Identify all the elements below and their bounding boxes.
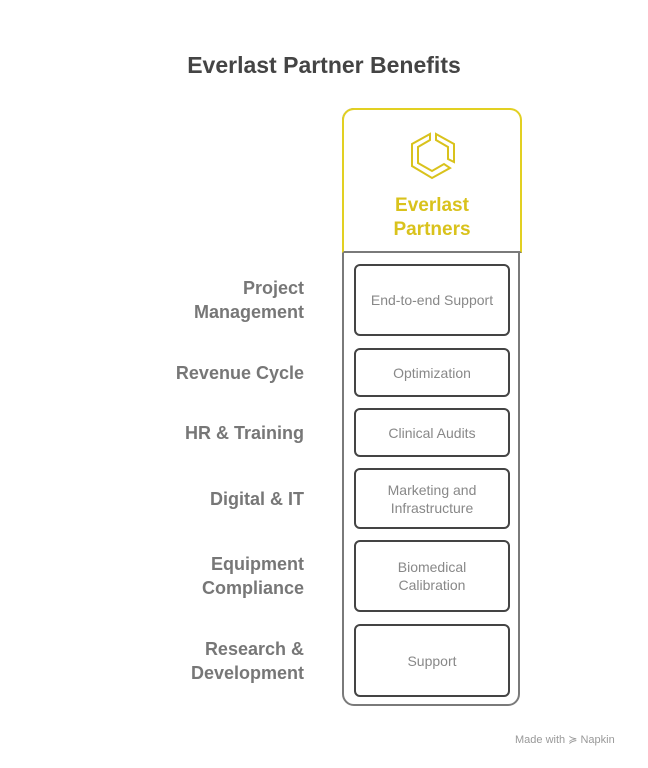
footer: Made with ≽ Napkin	[515, 733, 615, 746]
row-label-line2: Compliance	[201, 578, 304, 598]
benefit-line1: End-to-end Support	[370, 292, 494, 308]
row-label: Digital & IT	[210, 468, 304, 529]
hexagon-logo-icon	[411, 132, 455, 180]
benefit-line1: Clinical Audits	[388, 424, 476, 441]
footer-text: Made with	[515, 734, 566, 746]
benefit-box: Support	[354, 624, 510, 697]
napkin-icon: ≽	[568, 734, 578, 746]
row-label-line1: Revenue Cycle	[175, 362, 304, 383]
row-label-line1: HR & Training	[184, 422, 304, 443]
row-label-line1: Research &	[204, 638, 304, 659]
benefit-line2: Calibration	[398, 577, 466, 593]
row-label: Research & Development	[191, 624, 304, 697]
row-label: Revenue Cycle	[176, 348, 304, 397]
benefit-line1: Support	[407, 652, 457, 669]
page-title: Everlast Partner Benefits	[187, 52, 461, 78]
row-label-line1: Equipment	[211, 554, 304, 574]
row-label-line2: Development	[190, 662, 304, 683]
row-label: HR & Training	[185, 408, 304, 457]
header-line1: Everlast	[395, 195, 469, 216]
row-label-line1: Digital & IT	[210, 488, 304, 509]
benefit-box: Optimization	[354, 348, 510, 397]
benefit-line1: Biomedical	[397, 559, 467, 575]
benefit-line1: Marketing and	[387, 481, 477, 498]
row-label-line1: Project	[242, 278, 304, 298]
footer-brand: Napkin	[580, 734, 615, 746]
benefit-line1: Optimization	[393, 364, 471, 381]
benefit-box: End-to-end Support	[354, 264, 510, 336]
benefit-line2: Infrastructure	[390, 499, 474, 516]
row-label-line2: Management	[193, 302, 304, 322]
header-line2: Partners	[393, 219, 471, 240]
benefit-box: Clinical Audits	[354, 408, 510, 457]
